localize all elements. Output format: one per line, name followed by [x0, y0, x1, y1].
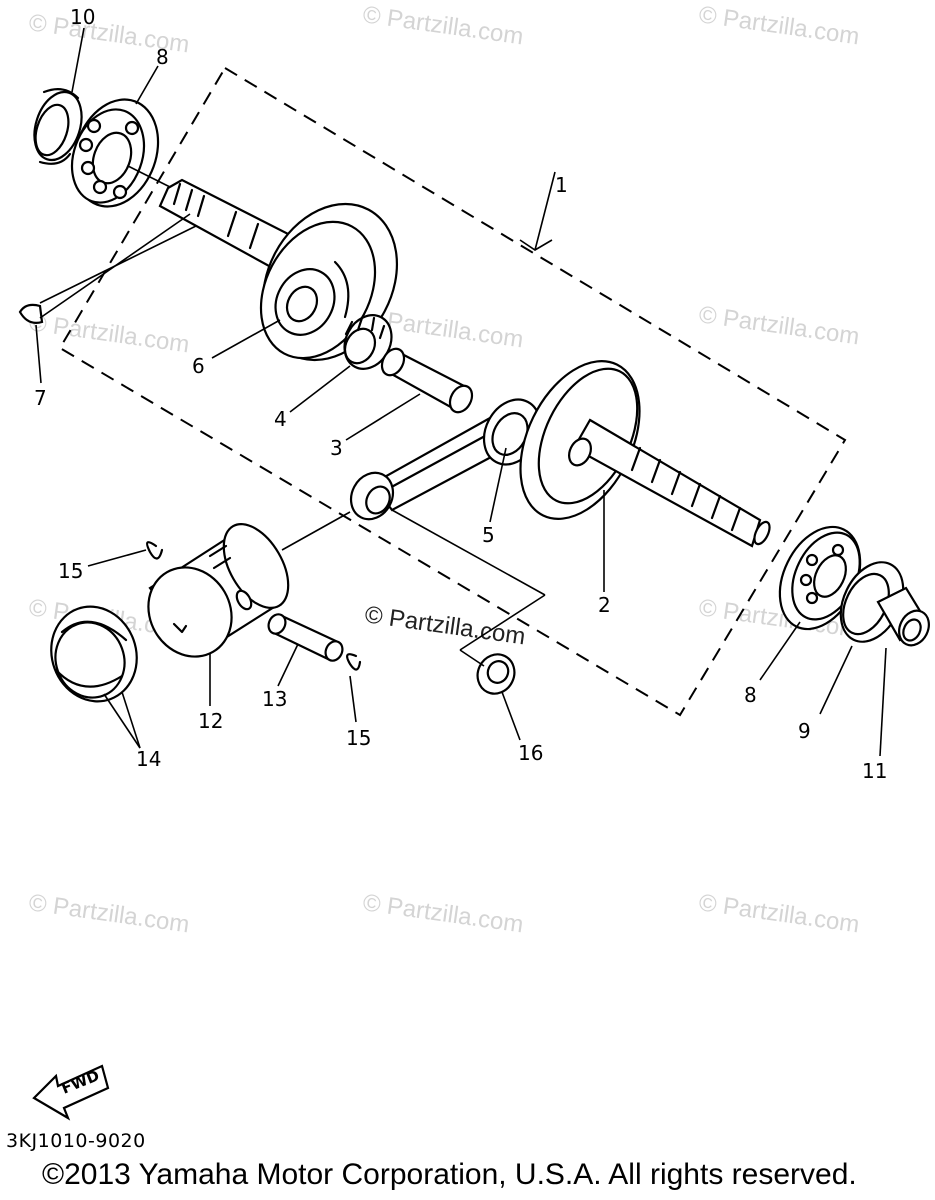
part-label-11: 11: [862, 759, 887, 783]
part-label-13: 13: [262, 687, 287, 711]
connecting-rod: [349, 398, 542, 521]
bearing-left: [70, 98, 160, 208]
part-label-12: 12: [198, 709, 223, 733]
watermark: © Partzilla.com: [27, 889, 191, 938]
part-label-6: 6: [192, 354, 205, 378]
oil-seal-left: [33, 87, 83, 165]
part-label-8: 8: [744, 683, 757, 707]
collar: [876, 586, 930, 647]
copyright-notice: ©2013 Yamaha Motor Corporation, U.S.A. A…: [42, 1158, 857, 1191]
watermark: © Partzilla.com: [697, 1, 861, 50]
assembly-axis: [127, 165, 173, 189]
part-label-10: 10: [70, 5, 95, 29]
bearing-right: [778, 525, 862, 631]
part-label-5: 5: [482, 523, 495, 547]
watermark: © Partzilla.com: [361, 1, 525, 50]
part-label-16: 16: [518, 741, 543, 765]
circlip-right: [346, 653, 362, 671]
watermark: © Partzilla.com: [697, 301, 861, 350]
watermark: © Partzilla.com: [27, 309, 191, 358]
watermark: © Partzilla.com: [697, 889, 861, 938]
part-label-8: 8: [156, 45, 169, 69]
crank-pin: [380, 347, 474, 414]
part-label-4: 4: [274, 407, 287, 431]
fwd-arrow-icon: FWD: [32, 1064, 110, 1121]
piston-rings: [50, 605, 138, 703]
part-label-7: 7: [34, 386, 47, 410]
crankshaft-assembly-boundary: [58, 66, 847, 717]
circlip-left: [146, 541, 164, 560]
part-label-3: 3: [330, 436, 343, 460]
part-label-9: 9: [798, 719, 811, 743]
woodruff-key: [18, 303, 44, 324]
part-label-14: 14: [136, 747, 161, 771]
part-label-15: 15: [346, 726, 371, 750]
leader-line: [39, 213, 191, 319]
part-label-2: 2: [598, 593, 611, 617]
piston-pin: [267, 613, 344, 662]
leader-line: [35, 324, 42, 384]
leader-lines: [71, 27, 887, 757]
piston: [147, 522, 290, 658]
part-label-1: 1: [555, 173, 568, 197]
crank-half-right: [519, 360, 771, 548]
needle-bearing-lower: [476, 653, 516, 695]
part-labels: 10 8 1 6 7 4 3 5 2 15 12 13 15 16 14 8 9…: [34, 5, 887, 783]
part-label-15: 15: [58, 559, 83, 583]
diagram-code: 3KJ1010-9020: [6, 1130, 146, 1152]
watermark: © Partzilla.com: [361, 889, 525, 938]
watermark-center: © Partzilla.com: [363, 601, 527, 650]
needle-bearing-upper: [343, 314, 393, 370]
